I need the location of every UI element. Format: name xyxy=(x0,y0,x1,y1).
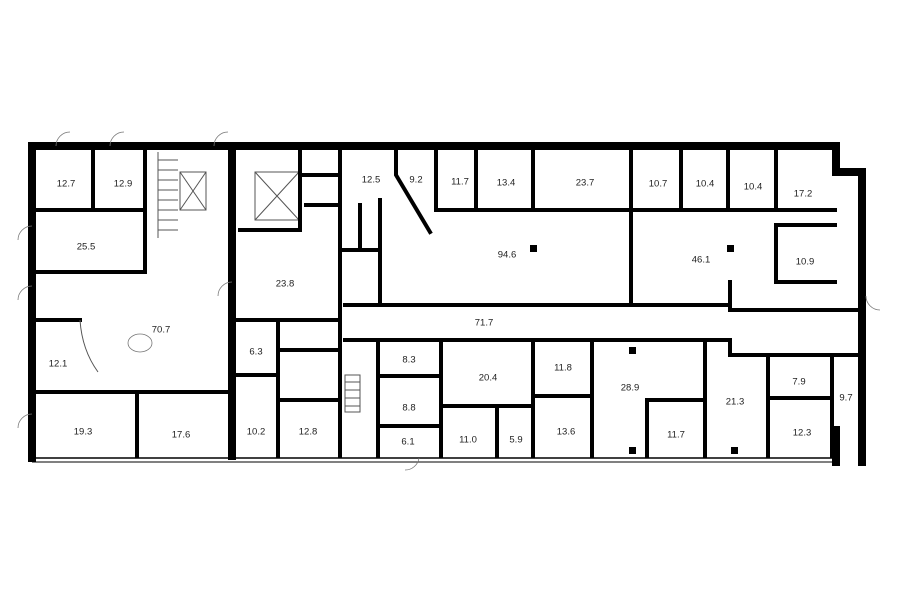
room-area-label: 12.8 xyxy=(299,427,318,438)
room-area-label: 94.6 xyxy=(498,250,517,261)
room-area-label: 21.3 xyxy=(726,397,745,408)
room-area-label: 19.3 xyxy=(74,427,93,438)
room-area-label: 28.9 xyxy=(621,383,640,394)
room-area-label: 10.7 xyxy=(649,179,668,190)
outer-walls xyxy=(28,142,866,466)
room-area-label: 10.9 xyxy=(796,257,815,268)
room-area-label: 11.0 xyxy=(459,435,477,446)
room-area-label: 25.5 xyxy=(77,242,96,253)
room-area-label: 23.7 xyxy=(576,178,595,189)
room-area-label: 12.7 xyxy=(57,179,76,190)
room-area-label: 8.8 xyxy=(402,403,415,414)
room-area-label: 46.1 xyxy=(692,255,711,266)
room-area-label: 9.7 xyxy=(839,393,852,404)
room-area-label: 13.6 xyxy=(557,427,576,438)
room-area-label: 7.9 xyxy=(792,377,805,388)
room-labels: 12.7 12.9 25.5 70.7 12.1 19.3 17.6 23.8 6.3 10.2 1… xyxy=(49,175,853,448)
room-area-label: 17.6 xyxy=(172,430,191,441)
room-area-label: 71.7 xyxy=(475,318,494,329)
room-area-label: 23.8 xyxy=(276,279,295,290)
room-area-label: 12.1 xyxy=(49,359,68,370)
room-area-label: 17.2 xyxy=(794,189,813,200)
room-area-label: 9.2 xyxy=(409,175,422,186)
room-area-label: 5.9 xyxy=(509,435,522,446)
room-area-label: 11.7 xyxy=(451,177,469,188)
room-area-label: 10.4 xyxy=(696,179,715,190)
interior-walls xyxy=(34,142,864,460)
room-area-label: 8.3 xyxy=(402,355,415,366)
room-area-label: 12.3 xyxy=(793,428,812,439)
room-area-label: 10.2 xyxy=(247,427,266,438)
room-area-label: 13.4 xyxy=(497,178,516,189)
doors xyxy=(17,131,881,471)
room-area-label: 12.5 xyxy=(362,175,381,186)
room-area-label: 20.4 xyxy=(479,373,498,384)
room-area-label: 11.7 xyxy=(667,430,685,441)
room-area-label: 10.4 xyxy=(744,182,763,193)
room-area-label: 6.3 xyxy=(249,347,262,358)
room-area-label: 11.8 xyxy=(554,363,572,374)
room-area-label: 70.7 xyxy=(152,325,171,336)
room-area-label: 12.9 xyxy=(114,179,133,190)
room-area-label: 6.1 xyxy=(401,437,414,448)
